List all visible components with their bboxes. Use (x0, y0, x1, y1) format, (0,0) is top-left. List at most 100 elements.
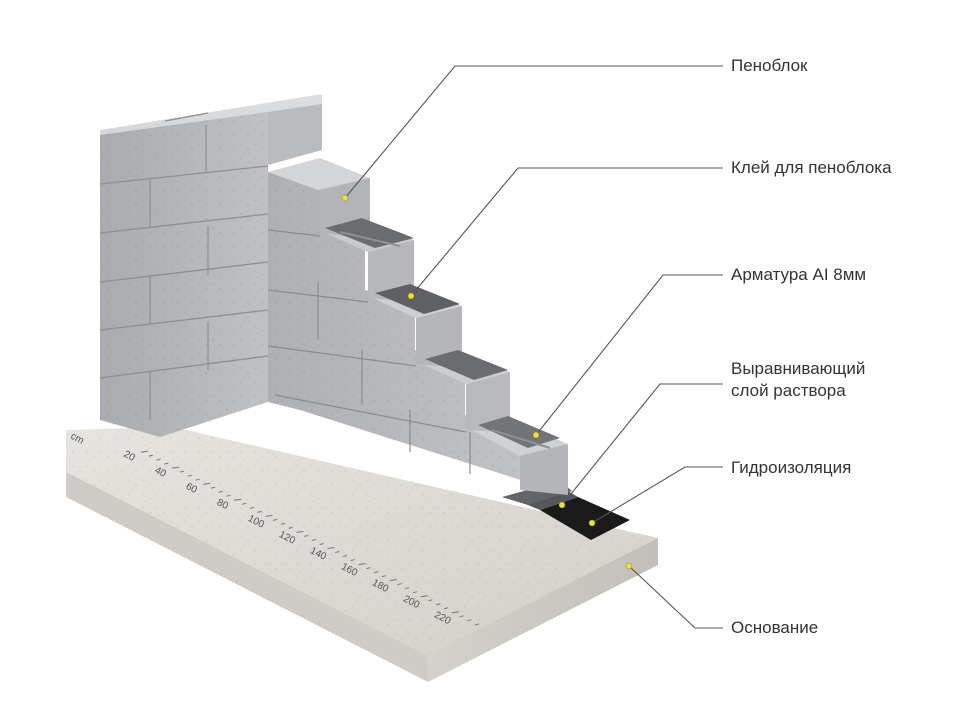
rebar-groove-2 (491, 429, 551, 449)
step-top-1 (268, 158, 370, 190)
ruler-tick (195, 478, 200, 481)
ruler-tick (412, 591, 418, 594)
ruler-tick (172, 466, 180, 469)
step-front-4 (466, 372, 510, 432)
ruler-tick (373, 571, 379, 574)
stepped-joint-1 (267, 229, 321, 237)
ruler-tick (288, 526, 293, 529)
rebar-groove-1 (339, 231, 401, 247)
ruler-tick (436, 603, 441, 606)
back-wall (99, 94, 322, 437)
leader-penoblock (344, 65, 723, 199)
stepped-joint-3 (267, 345, 417, 367)
foundation-top-speckle (66, 427, 658, 655)
ruler-mark: 80 (215, 497, 230, 512)
glue-strip-4 (478, 416, 560, 448)
dot-waterproofing (588, 519, 596, 527)
ruler-tick (389, 579, 397, 582)
ruler-mark: 40 (153, 465, 168, 480)
ruler-tick (350, 559, 355, 562)
ruler-tick (257, 510, 262, 513)
ruler-tick (451, 611, 459, 614)
ruler-tick (304, 534, 309, 537)
back-wall-joints (99, 165, 269, 185)
ruler-tick (397, 583, 402, 586)
leader-dots (341, 194, 633, 570)
foundation-front (66, 472, 428, 682)
ruler-tick (327, 547, 335, 549)
ruler-tick (467, 619, 472, 622)
ruler-tick (474, 623, 480, 626)
dot-rebar (532, 431, 540, 439)
foundation-side (427, 538, 658, 682)
ruler-tick (226, 494, 231, 497)
ruler-tick (342, 555, 348, 558)
glue-strip-1 (325, 218, 414, 248)
ruler-tick (265, 514, 273, 517)
ruler-tick (358, 563, 366, 566)
leader-lines (344, 65, 723, 629)
ruler-tick (273, 518, 278, 521)
ruler-tick (164, 462, 169, 465)
ruler-tick (148, 454, 153, 457)
ruler-tick (366, 567, 371, 570)
dot-foundation (625, 562, 633, 570)
ruler-tick (210, 486, 216, 489)
glue-strip-3 (425, 350, 508, 380)
ruler-tick (459, 615, 464, 618)
ruler-tick (319, 542, 324, 545)
label-leveling: Выравнивающий слой раствора (731, 359, 866, 400)
foundation-slab (66, 427, 658, 682)
ruler-tick (335, 551, 340, 554)
ruler-tick (156, 458, 161, 461)
ruler-tick (311, 538, 317, 541)
ruler-tick (187, 474, 192, 477)
dot-penoblock (341, 194, 349, 202)
stepped-wall (267, 158, 568, 495)
label-rebar: Арматура AI 8мм (731, 265, 867, 284)
leader-foundation (628, 565, 723, 629)
dot-glue (407, 292, 415, 300)
ruler-tick (249, 506, 254, 509)
leader-rebar (535, 274, 723, 436)
ruler-tick (381, 575, 386, 578)
back-wall-end (268, 104, 322, 165)
ruler-tick (443, 607, 449, 610)
back-wall-top-vjoint (164, 112, 209, 122)
back-wall-joint-5 (99, 355, 269, 379)
stepped-wall-face-speckle (268, 160, 568, 495)
ruler-tick (241, 502, 247, 505)
ruler-tick (428, 599, 433, 602)
ruler-tick (179, 470, 185, 473)
back-wall-joint-4 (99, 309, 269, 331)
ruler-tick (218, 490, 223, 493)
ruler-mark: 60 (184, 481, 199, 496)
ruler-unit: cm (69, 431, 86, 447)
leader-leveling (561, 383, 723, 506)
ruler-tick (280, 522, 286, 525)
label-penoblock: Пеноблок (731, 56, 808, 75)
back-wall-joint-2 (99, 213, 269, 234)
ruler-tick (141, 450, 149, 453)
label-glue: Клей для пеноблока (731, 158, 892, 177)
ruler-tick (420, 595, 428, 598)
label-waterproofing: Гидроизоляция (731, 458, 852, 477)
ruler-tick (405, 587, 410, 590)
ruler-mark: 20 (122, 449, 137, 464)
stepped-joint-4 (274, 394, 467, 433)
ruler-tick (296, 530, 304, 533)
step-front-5 (520, 444, 568, 495)
leader-glue (410, 167, 723, 297)
label-foundation: Основание (731, 618, 819, 637)
glue-strip-2 (375, 284, 460, 314)
ruler-tick (234, 498, 242, 501)
leader-waterproofing (591, 466, 723, 524)
ruler-tick (203, 482, 211, 485)
leveling-mortar-layer (523, 490, 578, 510)
back-wall-joint-3 (99, 261, 269, 283)
back-wall-face-speckle (100, 112, 268, 437)
dot-leveling (558, 501, 566, 509)
